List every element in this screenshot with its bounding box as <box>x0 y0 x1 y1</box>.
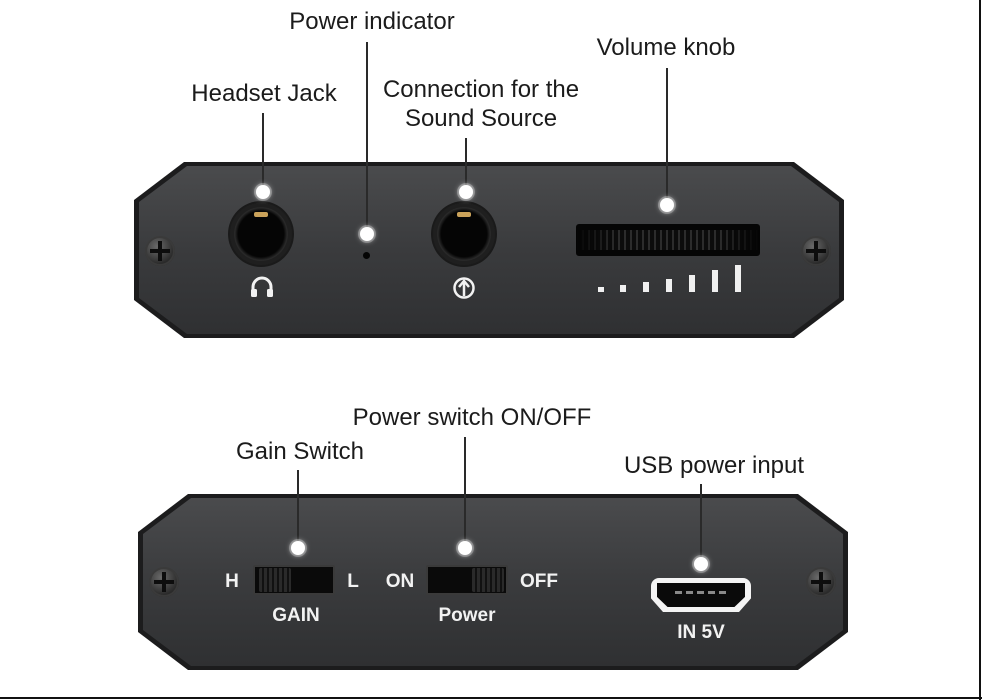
volume-bar <box>620 285 626 292</box>
volume-bar <box>666 279 672 292</box>
screw-icon <box>801 236 831 266</box>
volume-bar <box>735 265 741 292</box>
volume-knob-marker <box>660 198 674 212</box>
volume-bar <box>643 282 649 292</box>
usb-power-leader <box>700 484 702 559</box>
audio-input-icon <box>450 276 478 304</box>
power-on-label: ON <box>385 571 415 592</box>
usb-port-pins <box>675 591 729 594</box>
usb-power-label: USB power input <box>623 452 805 479</box>
gain-label: GAIN <box>272 605 320 626</box>
volume-knob[interactable] <box>576 224 760 256</box>
usb-power-port[interactable] <box>651 578 751 612</box>
headset-jack-contact <box>254 212 268 217</box>
power-indicator-led <box>363 252 370 259</box>
power-off-label: OFF <box>520 571 558 592</box>
gain-switch-leader <box>297 470 299 543</box>
headset-jack-marker <box>256 185 270 199</box>
power-switch-marker <box>458 541 472 555</box>
usb-power-marker <box>694 557 708 571</box>
gain-switch-slider[interactable] <box>259 568 291 592</box>
headset-jack-label: Headset Jack <box>191 80 337 107</box>
image-border-bottom <box>0 697 982 699</box>
screw-icon <box>145 236 175 266</box>
sound-source-leader <box>465 138 467 186</box>
volume-knob-label: Volume knob <box>596 34 736 61</box>
gain-switch-marker <box>291 541 305 555</box>
gain-switch-label: Gain Switch <box>235 438 365 465</box>
gain-high-label: H <box>225 571 239 592</box>
power-indicator-marker <box>360 227 374 241</box>
screw-icon <box>806 567 836 597</box>
power-label: Power <box>438 605 496 626</box>
image-border-right <box>979 0 981 700</box>
sound-source-label-line2: Sound Source <box>404 105 558 132</box>
sound-source-label-line1: Connection for the <box>382 76 580 103</box>
headset-jack-leader <box>262 113 264 185</box>
sound-source-marker <box>459 185 473 199</box>
power-switch-label: Power switch ON/OFF <box>352 404 592 431</box>
sound-source-jack-contact <box>457 212 471 217</box>
volume-knob-ridges <box>576 230 760 250</box>
power-switch[interactable] <box>426 565 508 595</box>
gain-low-label: L <box>347 571 359 592</box>
gain-switch[interactable] <box>253 565 335 595</box>
power-indicator-leader <box>366 42 368 228</box>
screw-icon <box>149 567 179 597</box>
headphone-icon <box>248 276 276 302</box>
volume-knob-leader <box>666 68 668 198</box>
power-switch-slider[interactable] <box>472 568 504 592</box>
usb-input-label: IN 5V <box>677 622 725 643</box>
volume-bar <box>712 270 718 292</box>
volume-bar <box>689 275 695 292</box>
power-switch-leader <box>464 437 466 543</box>
volume-bar <box>598 287 604 292</box>
usb-port-opening <box>657 583 745 607</box>
power-indicator-label: Power indicator <box>289 8 455 35</box>
